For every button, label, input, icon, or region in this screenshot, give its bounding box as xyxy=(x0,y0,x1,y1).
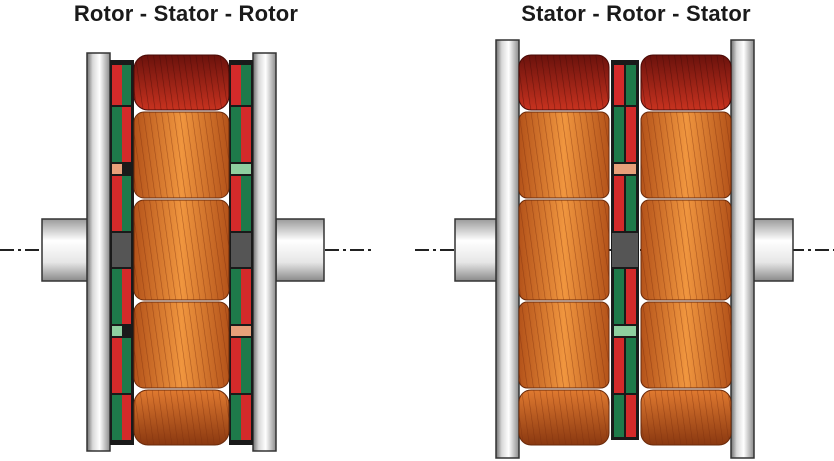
magnet-ring-right xyxy=(229,60,253,445)
shaft-right-outer xyxy=(275,218,325,282)
magnet-ring-left xyxy=(110,60,134,445)
stator-coils-center xyxy=(133,54,230,446)
rotor-magnet-center xyxy=(611,60,639,440)
diagram-title-left: Rotor - Stator - Rotor xyxy=(73,1,299,26)
rotor-disc-right xyxy=(252,52,277,452)
stator-coils-right xyxy=(640,54,732,446)
stator-plate-left xyxy=(495,39,520,459)
shaft-right-right xyxy=(752,218,794,282)
shaft-right-left xyxy=(454,218,498,282)
shaft-left-outer xyxy=(41,218,91,282)
diagram-left xyxy=(0,52,372,452)
stator-plate-right xyxy=(730,39,755,459)
stator-coils-left xyxy=(518,54,610,446)
diagram-title-right: Stator - Rotor - Stator xyxy=(521,1,751,26)
rotor-disc-left xyxy=(86,52,111,452)
diagram-right xyxy=(415,39,834,459)
